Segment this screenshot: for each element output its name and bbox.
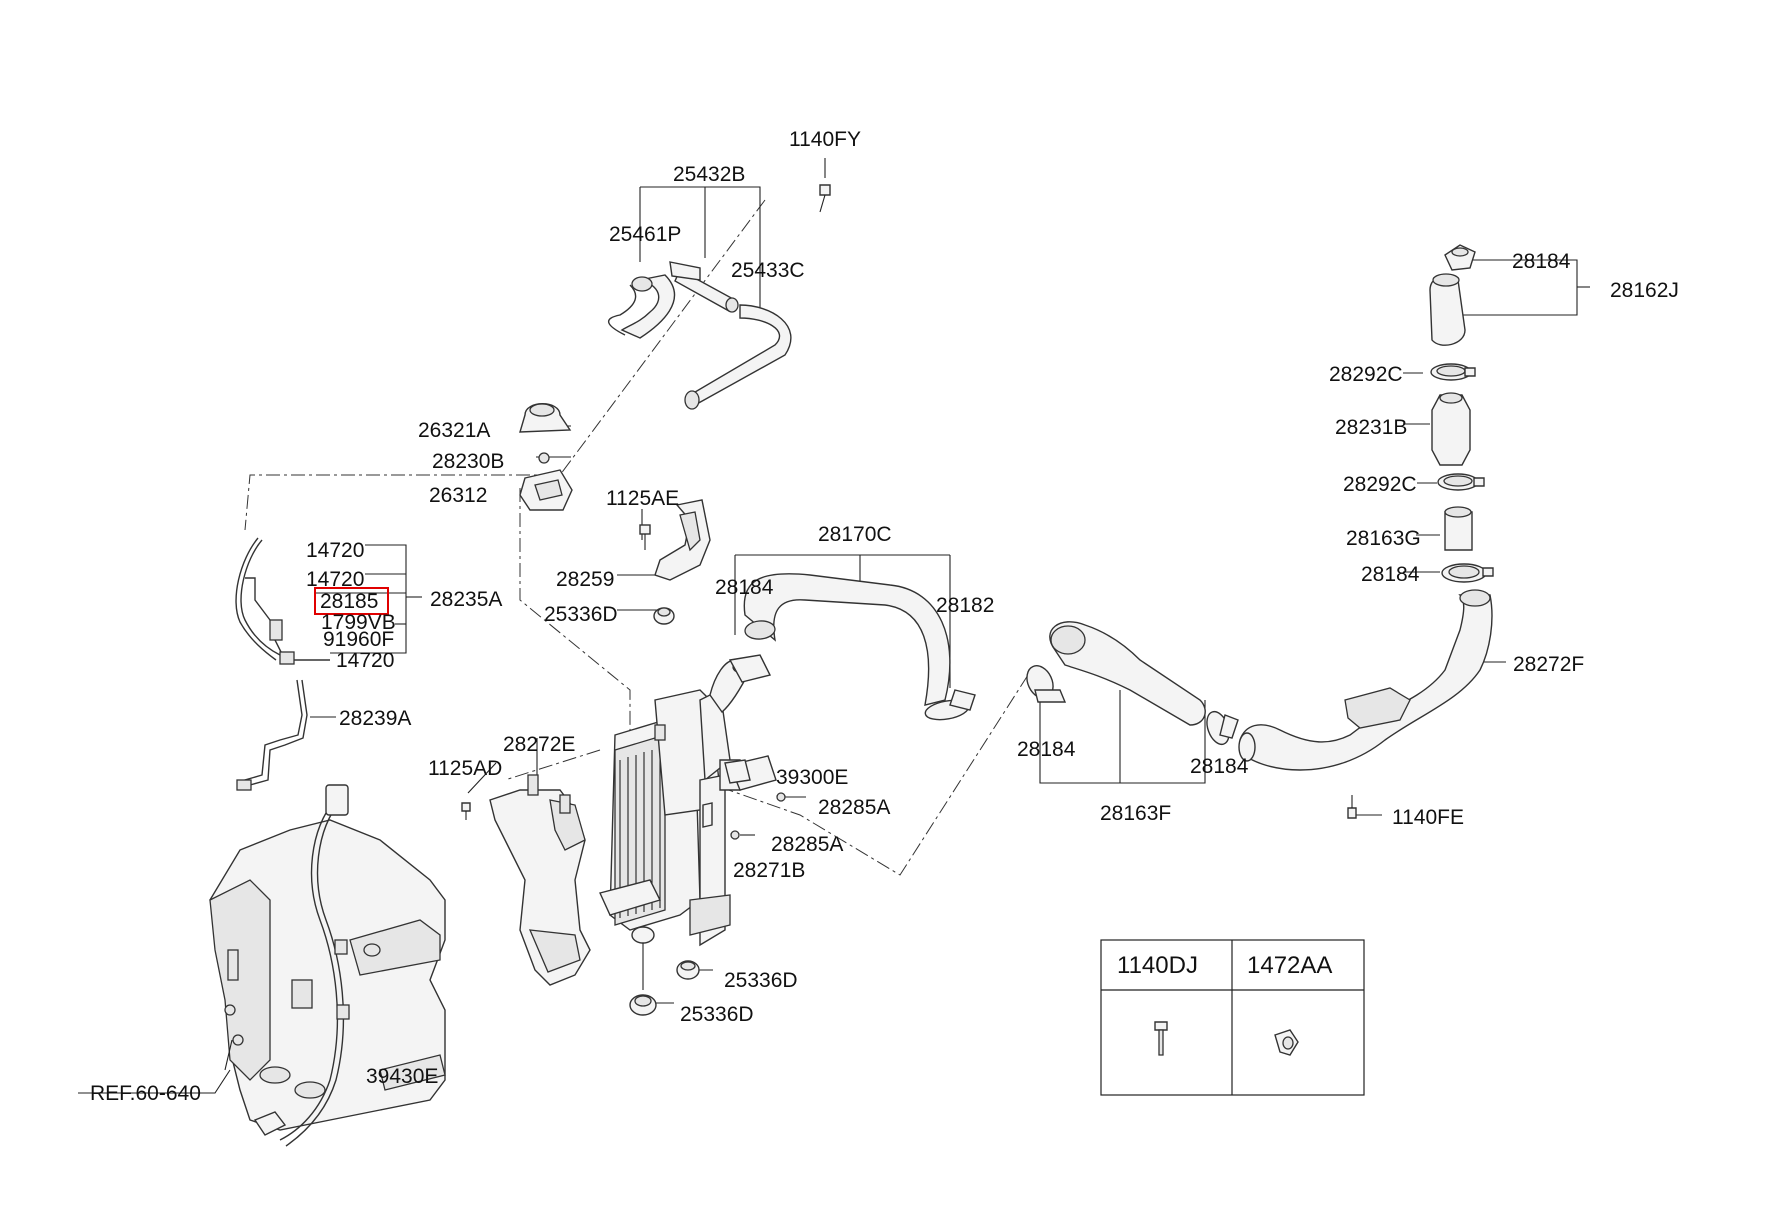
label-28170C[interactable]: 28170C (818, 523, 892, 546)
label-28163G[interactable]: 28163G (1346, 527, 1421, 550)
label-25336D-top[interactable]: 25336D (544, 603, 618, 626)
label-28162J[interactable]: 28162J (1610, 279, 1679, 302)
hose-28170C (728, 573, 976, 721)
wiring-harness-28235A (235, 537, 330, 791)
label-14720-3[interactable]: 14720 (336, 649, 394, 672)
bracket-28259 (629, 499, 711, 1016)
label-28272F[interactable]: 28272F (1513, 653, 1584, 676)
label-28163F[interactable]: 28163F (1100, 802, 1171, 825)
highlight-28185 (314, 587, 389, 615)
label-28182[interactable]: 28182 (936, 594, 994, 617)
label-1125AE[interactable]: 1125AE (606, 487, 679, 510)
label-25432B[interactable]: 25432B (673, 163, 745, 186)
cap-parts (519, 403, 573, 511)
intercooler-28271B (599, 659, 777, 947)
pipe-28272F (1238, 589, 1493, 819)
leader-lines (78, 158, 1590, 1094)
right-column-parts (1429, 244, 1494, 583)
radiator-support-frame (209, 784, 446, 1147)
label-1140FE[interactable]: 1140FE (1392, 806, 1464, 829)
air-guide-28272E (461, 774, 591, 986)
label-28292C-2[interactable]: 28292C (1343, 473, 1417, 496)
label-28185[interactable]: 28185 (320, 590, 378, 613)
label-28184-hose-mid[interactable]: 28184 (1017, 738, 1076, 761)
label-28259[interactable]: 28259 (556, 568, 614, 591)
label-28184-hose-right[interactable]: 28184 (1190, 755, 1249, 778)
label-28231B[interactable]: 28231B (1335, 416, 1407, 439)
label-91960F[interactable]: 91960F (323, 628, 394, 651)
clip-nut-icon (1274, 1029, 1299, 1056)
label-26321A[interactable]: 26321A (418, 419, 490, 442)
label-28184-right-col[interactable]: 28184 (1361, 563, 1420, 586)
label-28285A-1[interactable]: 28285A (818, 796, 890, 819)
sensor-39300E (724, 759, 786, 840)
label-25461P[interactable]: 25461P (609, 223, 681, 246)
part-labels: 1140FY 25432B 25461P 25433C 26321A 28230… (90, 128, 1679, 1105)
label-28235A[interactable]: 28235A (430, 588, 502, 611)
label-39430E[interactable]: 39430E (366, 1065, 438, 1088)
label-28230B[interactable]: 28230B (432, 450, 504, 473)
label-28239A[interactable]: 28239A (339, 707, 411, 730)
connection-lines (244, 199, 1029, 876)
label-25433C[interactable]: 25433C (731, 259, 805, 282)
label-28272E[interactable]: 28272E (503, 733, 575, 756)
label-28271B[interactable]: 28271B (733, 859, 805, 882)
hose-28163F (1026, 621, 1239, 746)
label-ref-60-640[interactable]: REF.60-640 (90, 1082, 201, 1105)
coolant-hose-assembly (608, 184, 831, 410)
legend-header-1140DJ: 1140DJ (1117, 952, 1198, 979)
label-28184-top-right[interactable]: 28184 (1512, 250, 1571, 273)
label-14720-2[interactable]: 14720 (306, 568, 364, 591)
bolt-icon (1154, 1021, 1168, 1056)
label-1125AD[interactable]: 1125AD (428, 757, 502, 780)
label-39300E[interactable]: 39300E (776, 766, 848, 789)
label-25336D-mid[interactable]: 25336D (724, 969, 798, 992)
label-28285A-2[interactable]: 28285A (771, 833, 843, 856)
label-1799VB[interactable]: 1799VB (321, 611, 396, 634)
label-28292C-1[interactable]: 28292C (1329, 363, 1403, 386)
label-28184-hose-left[interactable]: 28184 (715, 576, 774, 599)
legend-header-1472AA: 1472AA (1247, 952, 1332, 979)
intercooler-fins (619, 747, 661, 918)
label-1140FY[interactable]: 1140FY (789, 128, 861, 151)
label-26312[interactable]: 26312 (429, 484, 487, 507)
fastener-legend-table: 1140DJ 1472AA (1100, 939, 1365, 1096)
label-14720-1[interactable]: 14720 (306, 539, 364, 562)
label-25336D-low[interactable]: 25336D (680, 1003, 754, 1026)
